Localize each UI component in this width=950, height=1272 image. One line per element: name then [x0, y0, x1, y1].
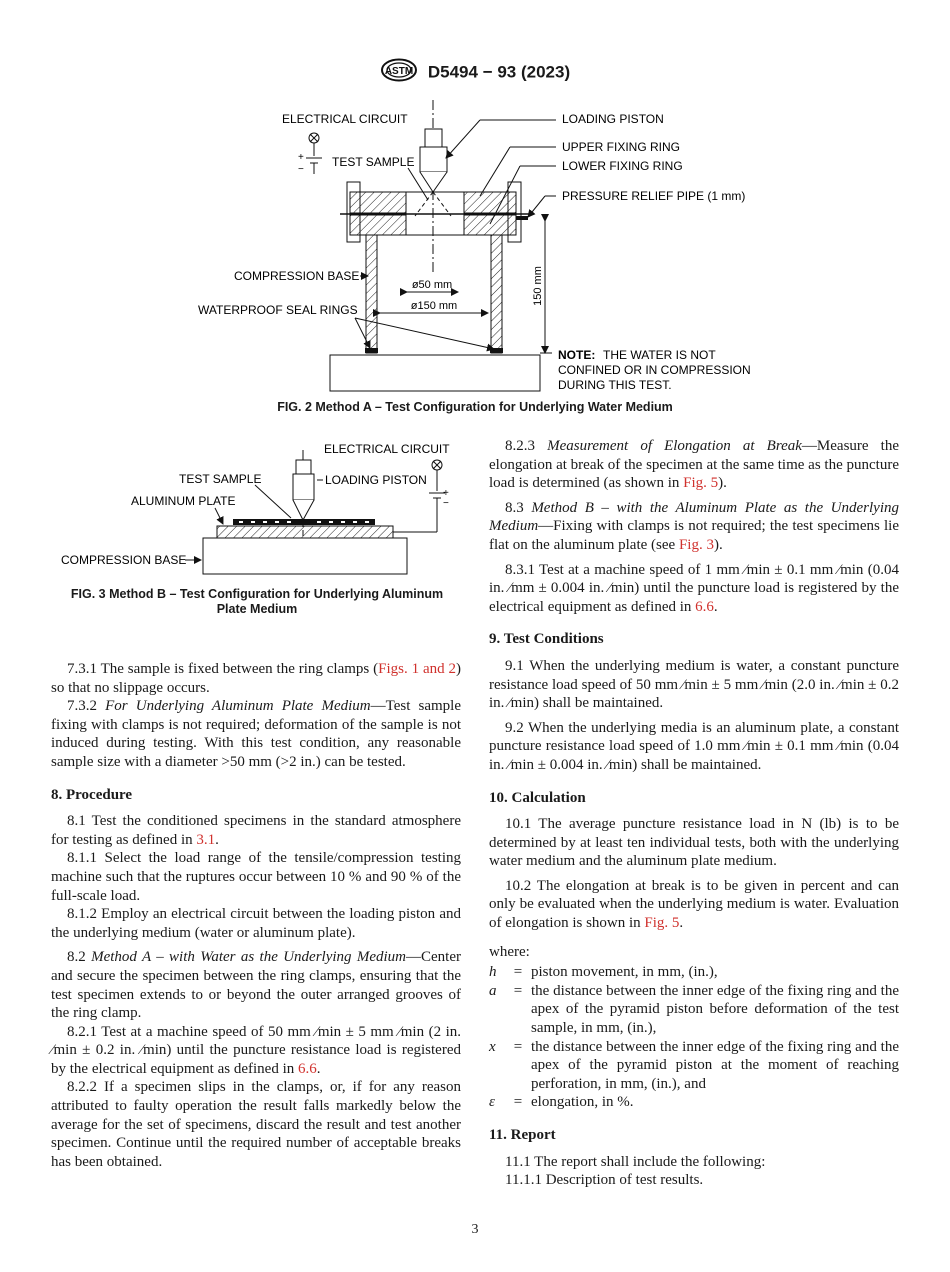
label-loading-piston: LOADING PISTON [325, 473, 427, 487]
para-9-1: 9.1 When the underlying medium is water,… [489, 657, 899, 712]
standard-designation: D5494 − 93 (2023) [427, 62, 571, 82]
where-label: where: [489, 943, 530, 960]
para-11-1: 11.1 The report shall include the follow… [505, 1153, 766, 1170]
section-9-heading: 9. Test Conditions [489, 631, 604, 648]
link-fig-5[interactable]: Fig. 5 [683, 475, 719, 492]
label-test-sample: TEST SAMPLE [332, 155, 414, 169]
dim-50mm: ø50 mm [412, 279, 452, 291]
para-7-3-1: 7.3.1 The sample is fixed between the ri… [51, 661, 461, 696]
para-8-2: 8.2 Method A – with Water as the Underly… [51, 949, 461, 1022]
note-label: NOTE: [558, 348, 595, 362]
label-electrical-circuit: ELECTRICAL CIRCUIT [324, 442, 450, 456]
figure-3-caption: FIG. 3 Method B – Test Configuration for… [70, 587, 444, 616]
link-6-6[interactable]: 6.6 [695, 598, 714, 615]
label-lower-fixing-ring: LOWER FIXING RING [562, 159, 683, 173]
section-11-heading: 11. Report [489, 1127, 556, 1143]
label-electrical-circuit: ELECTRICAL CIRCUIT [282, 112, 408, 126]
para-7-3-2: 7.3.2 For Underlying Aluminum Plate Medi… [51, 698, 462, 770]
figure-3-diagram: + − ELECTRICAL CIRCUIT TEST SAMPLE LOADI… [55, 436, 465, 586]
link-fig-5[interactable]: Fig. 5 [644, 915, 680, 932]
label-test-sample: TEST SAMPLE [179, 472, 261, 486]
note-line-3: DURING THIS TEST. [558, 378, 672, 392]
note-line-2: CONFINED OR IN COMPRESSION [558, 363, 751, 377]
para-8-3: 8.3 Method B – with the Aluminum Plate a… [489, 499, 899, 553]
definition-a: a=the distance between the inner edge of… [489, 982, 899, 1037]
astm-logo: ASTM [380, 58, 418, 87]
para-10-2: 10.2 The elongation at break is to be gi… [489, 877, 899, 932]
svg-text:+: + [443, 488, 449, 499]
para-10-1: 10.1 The average puncture resistance loa… [489, 816, 899, 870]
link-figs-1-2[interactable]: Figs. 1 and 2 [378, 661, 456, 677]
label-pressure-relief-pipe: PRESSURE RELIEF PIPE (1 mm) [562, 189, 745, 203]
link-6-6[interactable]: 6.6 [298, 1060, 317, 1077]
svg-text:NOTE:: NOTE: [558, 348, 595, 362]
page-number: 3 [471, 1222, 479, 1237]
definition-x: x=the distance between the inner edge of… [489, 1038, 899, 1092]
page-header: ASTM D5494 − 93 (2023) [0, 58, 950, 87]
para-9-2: 9.2 When the underlying media is an alum… [489, 719, 899, 773]
dim-height-150mm: 150 mm [532, 266, 544, 306]
link-3-1[interactable]: 3.1 [196, 831, 216, 848]
figure-2-caption: FIG. 2 Method A – Test Configuration for… [277, 400, 673, 414]
svg-text:ASTM: ASTM [385, 66, 413, 77]
section-8-heading: 8. Procedure [51, 786, 133, 803]
definition-h: h=piston movement, in mm, (in.), [489, 964, 718, 981]
section-10-heading: 10. Calculation [489, 789, 586, 806]
para-8-2-3: 8.2.3 Measurement of Elongation at Break… [489, 438, 900, 492]
para-8-1-2: 8.1.2 Employ an electrical circuit betwe… [51, 906, 461, 941]
label-loading-piston: LOADING PISTON [562, 112, 664, 126]
link-fig-3[interactable]: Fig. 3 [678, 536, 714, 553]
label-compression-base: COMPRESSION BASE [61, 553, 186, 567]
left-column: 7.3.1 The sample is fixed between the ri… [51, 660, 461, 1177]
note-line-1: THE WATER IS NOT [603, 348, 716, 362]
label-aluminum-plate: ALUMINUM PLATE [131, 494, 235, 508]
para-8-3-1: 8.3.1 Test at a machine speed of 1 mm ⁄m… [489, 561, 899, 615]
right-column: 8.2.3 Measurement of Elongation at Break… [489, 437, 899, 1190]
definition-epsilon: ε=elongation, in %. [489, 1094, 634, 1111]
para-8-1-1: 8.1.1 Select the load range of the tensi… [51, 850, 461, 904]
label-upper-fixing-ring: UPPER FIXING RING [562, 140, 680, 154]
svg-text:−: − [298, 164, 304, 175]
para-8-2-2: 8.2.2 If a specimen slips in the clamps,… [51, 1079, 461, 1170]
figure-2-diagram: ø50 mm ø150 mm 150 mm + − ELECTRICAL CIR… [190, 96, 770, 401]
svg-text:+: + [298, 152, 304, 163]
svg-text:−: − [443, 498, 449, 509]
label-compression-base: COMPRESSION BASE [234, 269, 359, 283]
para-8-2-1: 8.2.1 Test at a machine speed of 50 mm ⁄… [51, 1023, 461, 1077]
para-11-1-1: 11.1.1 Description of test results. [505, 1172, 704, 1189]
dim-150mm: ø150 mm [411, 300, 457, 312]
para-8-1: 8.1 Test the conditioned specimens in th… [51, 813, 461, 848]
label-waterproof-seal-rings: WATERPROOF SEAL RINGS [198, 303, 358, 317]
